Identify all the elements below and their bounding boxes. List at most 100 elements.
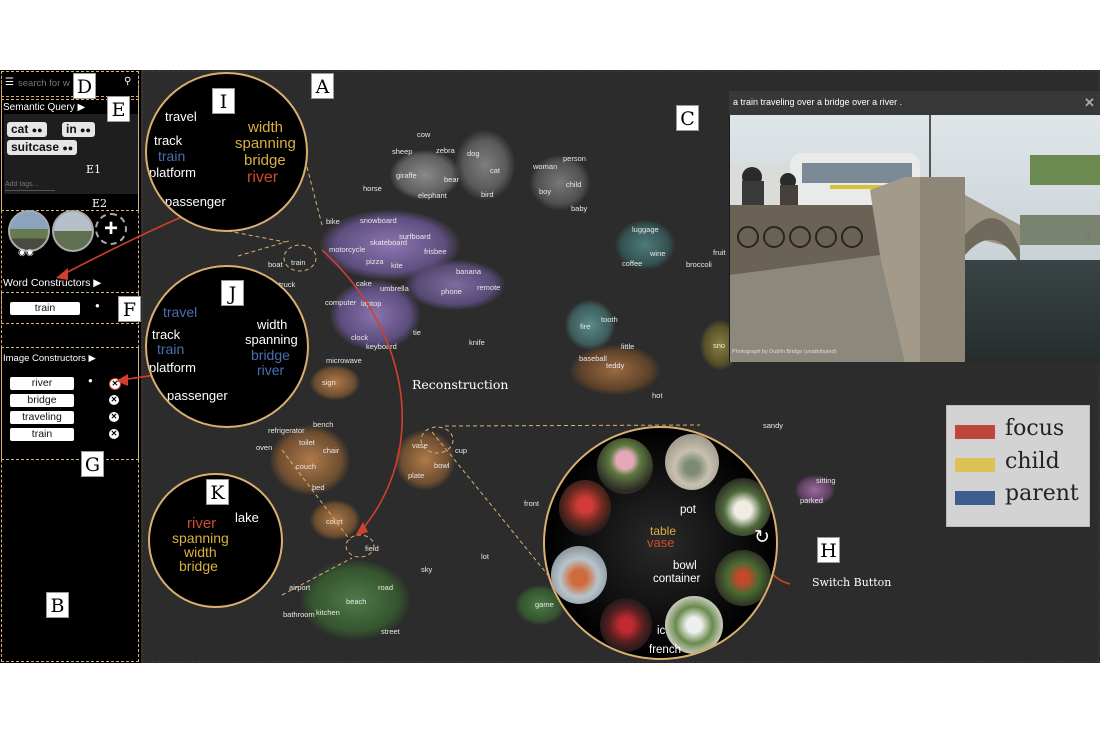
map-word[interactable]: bed [312, 483, 325, 492]
map-word[interactable]: snowboard [360, 216, 397, 225]
next-image-chevron-icon[interactable]: › [1085, 223, 1093, 248]
map-word[interactable]: street [381, 627, 400, 636]
close-icon[interactable]: ✕ [1084, 95, 1095, 110]
map-word[interactable]: sandy [763, 421, 784, 430]
map-word[interactable]: parked [800, 496, 823, 505]
map-word[interactable]: beach [346, 597, 367, 606]
map-word[interactable]: sign [322, 378, 336, 387]
map-word[interactable]: little [621, 342, 635, 351]
map-word[interactable]: teddy [606, 361, 625, 370]
word-constructor-train[interactable]: train [10, 302, 80, 315]
map-word[interactable]: cup [455, 446, 468, 455]
map-word[interactable]: court [326, 517, 343, 526]
image-constructors-header[interactable]: Image Constructors ▶ [3, 353, 96, 364]
map-word[interactable]: baseball [579, 354, 607, 363]
map-word[interactable]: elephant [418, 191, 447, 200]
lens-h-image[interactable] [559, 480, 611, 536]
map-word[interactable]: vase [412, 441, 428, 450]
map-word[interactable]: hot [652, 391, 663, 400]
map-word[interactable]: wine [650, 249, 666, 258]
lens-h-image[interactable] [715, 550, 771, 606]
map-word[interactable]: tie [413, 328, 421, 337]
add-image-button[interactable]: + [95, 213, 127, 245]
map-word[interactable]: luggage [632, 225, 659, 234]
switch-icon[interactable]: ↻ [754, 527, 770, 548]
map-word[interactable]: keyboard [366, 342, 397, 351]
map-word[interactable]: person [563, 154, 586, 163]
image-constructor-train[interactable]: train [10, 428, 74, 441]
map-word[interactable]: phone [441, 287, 462, 296]
map-word[interactable]: couch [296, 462, 317, 471]
map-word[interactable]: refrigerator [268, 426, 305, 435]
map-word[interactable]: broccoli [686, 260, 712, 269]
query-image-thumb-2[interactable] [52, 210, 94, 252]
map-word[interactable]: game [535, 600, 554, 609]
lens-h-image[interactable] [551, 546, 607, 604]
map-word[interactable]: sno [713, 341, 726, 350]
query-image-thumb-1[interactable] [8, 210, 50, 252]
map-word[interactable]: boat [268, 260, 283, 269]
map-word[interactable]: boy [539, 187, 552, 196]
map-word[interactable]: bird [481, 190, 494, 199]
map-word[interactable]: bench [313, 420, 334, 429]
semantic-query-header[interactable]: Semantic Query ▶ [3, 102, 86, 113]
map-word[interactable]: umbrella [380, 284, 409, 293]
map-word[interactable]: child [566, 180, 582, 189]
lens-h-image[interactable] [665, 434, 719, 490]
map-word[interactable]: bike [326, 217, 340, 226]
map-word[interactable]: cat [490, 166, 501, 175]
map-word[interactable]: coffee [622, 259, 643, 268]
map-word[interactable]: road [378, 583, 394, 592]
remove-train-icon[interactable]: ✕ [109, 429, 119, 439]
map-word[interactable]: oven [256, 443, 273, 452]
lens-h-image[interactable] [715, 478, 771, 536]
lens-h-image[interactable] [600, 598, 652, 652]
map-word[interactable]: airport [289, 583, 311, 592]
map-word[interactable]: baby [571, 204, 588, 213]
map-word[interactable]: kite [391, 261, 403, 270]
map-word[interactable]: bathroom [283, 610, 315, 619]
map-word[interactable]: giraffe [396, 171, 417, 180]
map-word[interactable]: bear [444, 175, 460, 184]
map-word[interactable]: plate [408, 471, 425, 480]
map-word[interactable]: front [524, 499, 540, 508]
map-word[interactable]: kitchen [316, 608, 340, 617]
map-word[interactable]: field [365, 544, 379, 553]
map-word[interactable]: toilet [299, 438, 315, 447]
map-word[interactable]: banana [456, 267, 482, 276]
image-toggle-icon[interactable]: ◉◉ [18, 247, 34, 257]
map-word[interactable]: horse [363, 184, 382, 193]
query-tag-in[interactable]: in ●● [62, 122, 95, 137]
map-word[interactable]: pizza [366, 257, 384, 266]
map-word[interactable]: microwave [326, 356, 362, 365]
map-word[interactable]: cow [417, 130, 431, 139]
map-word[interactable]: woman [533, 162, 558, 171]
map-word[interactable]: cake [356, 279, 372, 288]
menu-icon[interactable]: ☰ [5, 77, 14, 88]
map-word[interactable]: train [291, 258, 306, 267]
query-tag-suitcase[interactable]: suitcase ●● [7, 140, 78, 155]
map-word[interactable]: surfboard [399, 232, 431, 241]
map-word[interactable]: sheep [392, 147, 413, 156]
map-word[interactable]: fire [580, 322, 591, 331]
query-tag-cat[interactable]: cat ●● [7, 122, 47, 137]
map-word[interactable]: sky [421, 565, 433, 574]
map-word[interactable]: laptop [361, 299, 382, 308]
map-word[interactable]: truck [279, 280, 296, 289]
map-word[interactable]: computer [325, 298, 357, 307]
lens-h[interactable]: pot table vase bowl container ic french … [543, 426, 778, 660]
map-word[interactable]: fruit [713, 248, 726, 257]
map-word[interactable]: chair [323, 446, 340, 455]
image-constructor-bridge[interactable]: bridge [10, 394, 74, 407]
map-word[interactable]: dog [467, 149, 480, 158]
remove-bridge-icon[interactable]: ✕ [109, 395, 119, 405]
lens-h-image[interactable] [597, 438, 653, 494]
map-word[interactable]: bowl [434, 461, 450, 470]
map-word[interactable]: tooth [601, 315, 618, 324]
map-word[interactable]: sitting [816, 476, 836, 485]
word-constructors-header[interactable]: Word Constructors ▶ [3, 277, 102, 289]
add-tags-input[interactable] [5, 179, 55, 191]
map-word[interactable]: clock [351, 333, 369, 342]
image-constructor-river[interactable]: river [10, 377, 74, 390]
map-word[interactable]: skateboard [370, 238, 408, 247]
